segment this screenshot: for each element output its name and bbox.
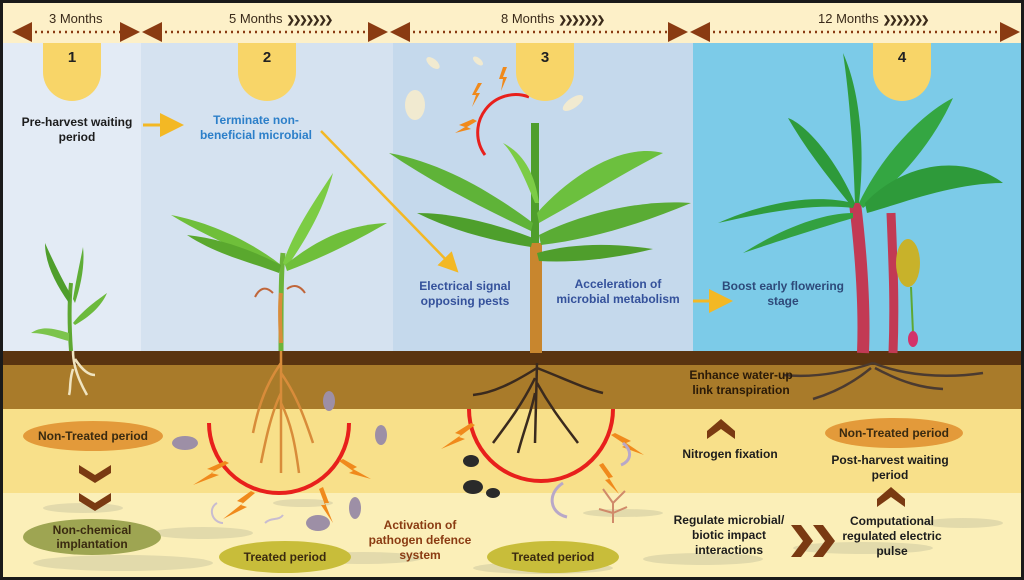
electrical-signal-label: Electrical signal opposing pests [419, 279, 511, 308]
treated-pill-2: Treated period [487, 541, 619, 573]
stage-2-badge: 2 [238, 43, 296, 101]
activation-label: Activation of pathogen defence system [368, 518, 472, 562]
stage-1-duration: 3 Months [49, 11, 103, 26]
stage-4-duration: 12 Months❯❯❯❯❯❯❯ [818, 11, 930, 26]
electric-ring-pests [476, 93, 530, 156]
soil-middle-layer [3, 365, 1021, 409]
lightning-bolts [193, 67, 644, 523]
topsoil-layer [3, 351, 1021, 365]
electric-ring-stage-2 [207, 422, 351, 495]
chevrons-icon: ❯❯❯❯❯❯❯ [558, 15, 605, 26]
pests [405, 56, 584, 120]
chevrons-icon: ❯❯❯❯❯❯❯ [286, 15, 333, 26]
terminate-label: Terminate non-beneficial microbial [199, 113, 313, 142]
regulate-label: Regulate microbial/ biotic impact intera… [673, 513, 785, 557]
electric-ring-stage-3 [467, 408, 615, 483]
stage-2-duration: 5 Months❯❯❯❯❯❯❯ [229, 11, 333, 26]
post-harvest-label: Post-harvest waiting period [831, 453, 949, 482]
stage-3-badge: 3 [516, 43, 574, 101]
plant-stage-3 [389, 123, 691, 454]
illustration-layer [12, 22, 1020, 574]
arrow-terminate-to-electrical [320, 130, 459, 273]
nitrogen-label: Nitrogen fixation [682, 447, 778, 461]
boost-flowering-label: Boost early flowering stage [721, 279, 845, 308]
enhance-water-label: Enhance water-up link transpiration [689, 368, 793, 397]
brown-chevrons [79, 419, 905, 557]
non-treated-pill-left: Non-Treated period [23, 421, 163, 451]
plant-stage-2 [171, 173, 387, 474]
computational-label: Computational regulated electric pulse [842, 514, 942, 558]
pre-harvest-label: Pre-harvest waiting period [21, 115, 133, 144]
acceleration-label: Acceleration of microbial metabolism [556, 277, 680, 306]
stage-3-duration: 8 Months❯❯❯❯❯❯❯ [501, 11, 605, 26]
plant-stage-4 [718, 53, 1003, 401]
non-chemical-pill: Non-chemical implantation [23, 519, 161, 555]
stage-4-badge: 4 [873, 43, 931, 101]
chevrons-icon: ❯❯❯❯❯❯❯ [882, 15, 930, 26]
soil-microbes [172, 391, 631, 531]
non-treated-pill-right: Non-Treated period [825, 418, 963, 448]
treated-pill-1: Treated period [219, 541, 351, 573]
plant-stage-1 [31, 243, 107, 396]
stage-1-badge: 1 [43, 43, 101, 101]
